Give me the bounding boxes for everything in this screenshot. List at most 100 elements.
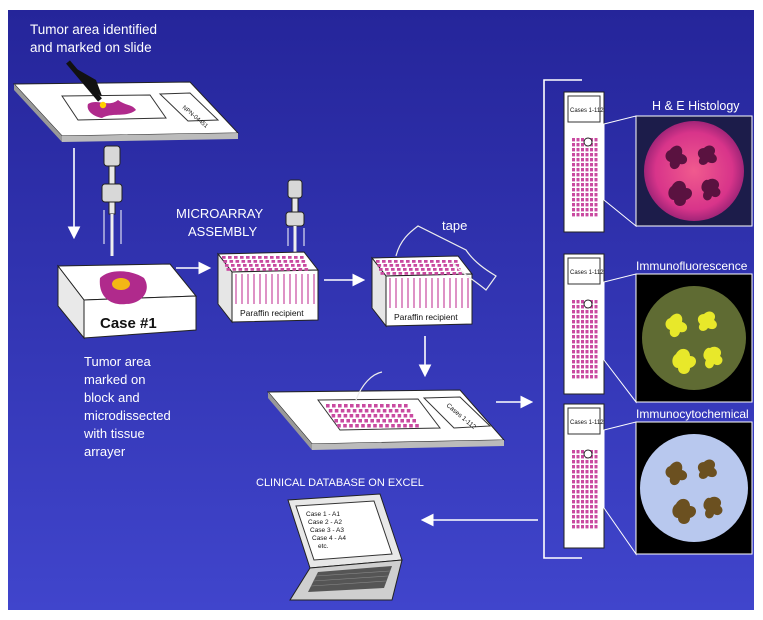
tissue-core [424,260,428,263]
tissue-core [409,268,413,271]
slide-core [572,153,575,157]
tissue-core [226,268,231,271]
tissue-core [358,419,362,423]
slide-core [572,510,575,514]
slide-core [576,300,580,304]
tissue-core [376,419,380,423]
tissue-core [445,268,449,271]
tissue-core [373,424,377,428]
tissue-core [416,272,421,275]
slide-core [576,490,580,494]
tissue-core [400,260,404,263]
slide-core [576,178,580,182]
slide-core [576,310,580,314]
tissue-core [455,264,460,267]
slide-core [585,365,589,369]
tissue-core [280,268,285,271]
slide-core [581,203,584,207]
slide-core [581,350,584,354]
microarray-label-line2: ASSEMBLY [188,224,257,239]
slide-core [594,520,598,524]
slide-core [581,475,584,479]
slide-core [585,350,589,354]
slide-core [594,305,598,309]
tissue-core [343,414,348,418]
slide-core [594,183,598,187]
slide-core [585,510,589,514]
tissue-core [331,414,336,418]
tissue-core [277,260,282,263]
laptop-line-3: Case 3 - A3 [310,527,344,534]
tissue-core [368,404,372,408]
slide-core [594,315,598,319]
tissue-core [373,414,378,418]
tissue-core [334,409,339,413]
ihc-label: Immunocytochemical [636,407,749,421]
tissue-core [250,268,255,271]
slide-core [594,138,598,142]
tissue-core [377,264,382,267]
tissue-core [398,272,403,275]
source-slide: NPN-04451 [12,60,240,142]
tissue-core [419,264,424,267]
slide-core [576,360,580,364]
block-caption: Tumor area marked on block and microdiss… [83,354,171,459]
slide-core [590,345,593,349]
slide-core [581,320,584,324]
tissue-core [289,260,294,263]
slide-core [576,495,580,499]
slide-core [581,500,584,504]
slide-core [572,500,575,504]
slide-core [581,305,584,309]
slide-core [572,360,575,364]
slide-core [590,360,593,364]
slide-core [576,168,580,172]
slide-core [576,320,580,324]
tissue-core [340,419,344,423]
slide-core [581,455,584,459]
slide-core [581,335,584,339]
slide-core [581,330,584,334]
slide-core [590,505,593,509]
tissue-core [264,256,268,259]
slide-core [576,148,580,152]
slide-core [590,480,593,484]
tissue-core [332,404,336,408]
slide-core [572,465,575,469]
slide-core [594,158,598,162]
slide-core [585,335,589,339]
tissue-core [386,404,390,408]
tissue-core [437,264,442,267]
slide-core [572,198,575,202]
svg-text:with tissue: with tissue [83,426,145,441]
ihc-cells-icon [665,459,723,524]
tissue-core [352,419,356,423]
slide-core [594,203,598,207]
tissue-core [394,419,398,423]
slide-core [576,520,580,524]
tissue-core [286,268,291,271]
slide-core [594,143,598,147]
slide-core [585,480,589,484]
tissue-core [337,414,342,418]
slide-core [576,510,580,514]
slide-core [590,500,593,504]
tissue-core [364,419,368,423]
slide-core [572,505,575,509]
slide-core [576,455,580,459]
tissue-core [380,272,385,275]
tissue-core [334,419,338,423]
slide-core [594,350,598,354]
tissue-core [451,268,455,271]
slide-core [594,330,598,334]
slide-core [572,525,575,529]
tissue-core [386,272,391,275]
slide-core [581,345,584,349]
slide-core [572,460,575,464]
tissue-core [388,419,392,423]
tissue-core [400,419,404,423]
tissue-core [231,264,235,267]
slide-core [572,143,575,147]
slide-core [594,485,598,489]
slide-core [585,193,589,197]
